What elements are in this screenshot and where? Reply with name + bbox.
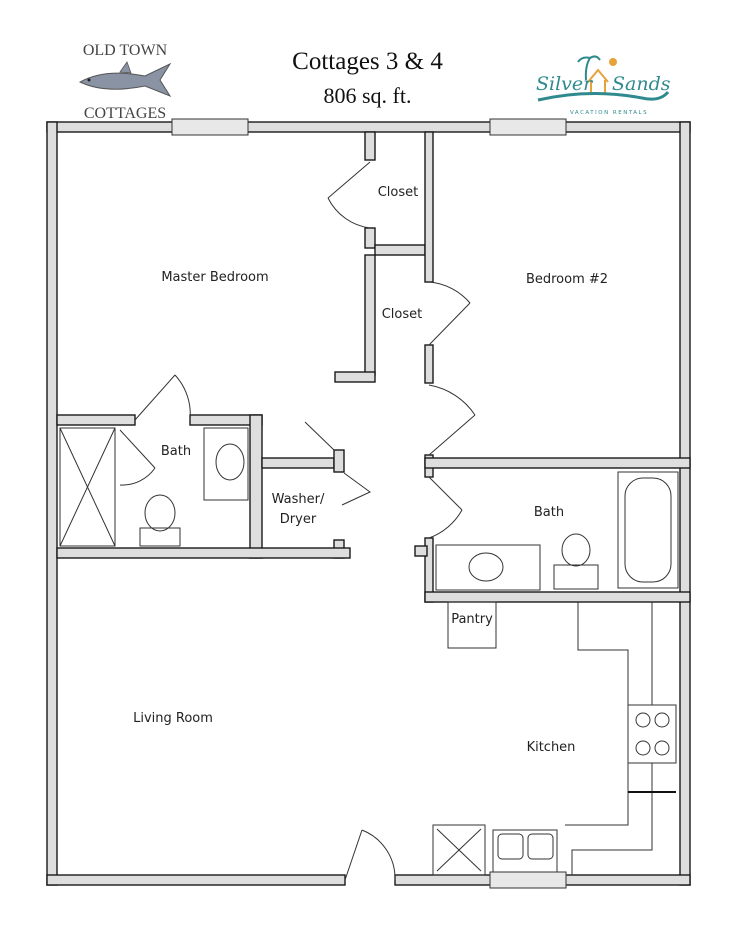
bathtub bbox=[617, 471, 679, 589]
fixtures bbox=[59, 427, 679, 876]
vanity-2 bbox=[435, 544, 541, 591]
room-master-bedroom: Master Bedroom bbox=[161, 270, 268, 285]
toilet bbox=[144, 494, 176, 532]
room-bath-1: Bath bbox=[161, 444, 191, 459]
toilet-2 bbox=[561, 533, 591, 567]
room-living-room: Living Room bbox=[133, 711, 213, 726]
shower bbox=[59, 427, 116, 547]
stove bbox=[627, 704, 677, 764]
room-closet-1: Closet bbox=[378, 185, 419, 200]
logo-line-1: OLD TOWN bbox=[82, 42, 168, 59]
page-title: Cottages 3 & 4 bbox=[292, 48, 443, 75]
room-kitchen: Kitchen bbox=[527, 740, 576, 755]
room-closet-2: Closet bbox=[382, 307, 423, 322]
kitchen-sink bbox=[492, 829, 558, 873]
pantry bbox=[447, 601, 497, 649]
room-washer-dryer-line1: Washer/ bbox=[272, 492, 325, 507]
tarpon-fish-icon bbox=[78, 61, 172, 98]
silver-sands-logo: Silver Sands VACATION RENTALS bbox=[530, 50, 675, 120]
room-bedroom-2: Bedroom #2 bbox=[526, 272, 608, 287]
square-footage: 806 sq. ft. bbox=[323, 83, 412, 108]
logo-line-2: COTTAGES bbox=[83, 105, 167, 122]
room-pantry: Pantry bbox=[451, 612, 493, 627]
room-bath-2: Bath bbox=[534, 505, 564, 520]
old-town-cottages-logo: OLD TOWN COTTAGES bbox=[70, 42, 180, 123]
logo-silver: Silver bbox=[536, 73, 594, 95]
room-washer-dryer-line2: Dryer bbox=[280, 512, 317, 527]
vanity bbox=[203, 427, 249, 501]
windows bbox=[171, 118, 567, 889]
interior-walls bbox=[56, 131, 691, 603]
logo-sands: Sands bbox=[612, 73, 671, 95]
fridge bbox=[432, 824, 486, 876]
logo-tagline: VACATION RENTALS bbox=[570, 110, 648, 116]
doors bbox=[119, 161, 476, 881]
